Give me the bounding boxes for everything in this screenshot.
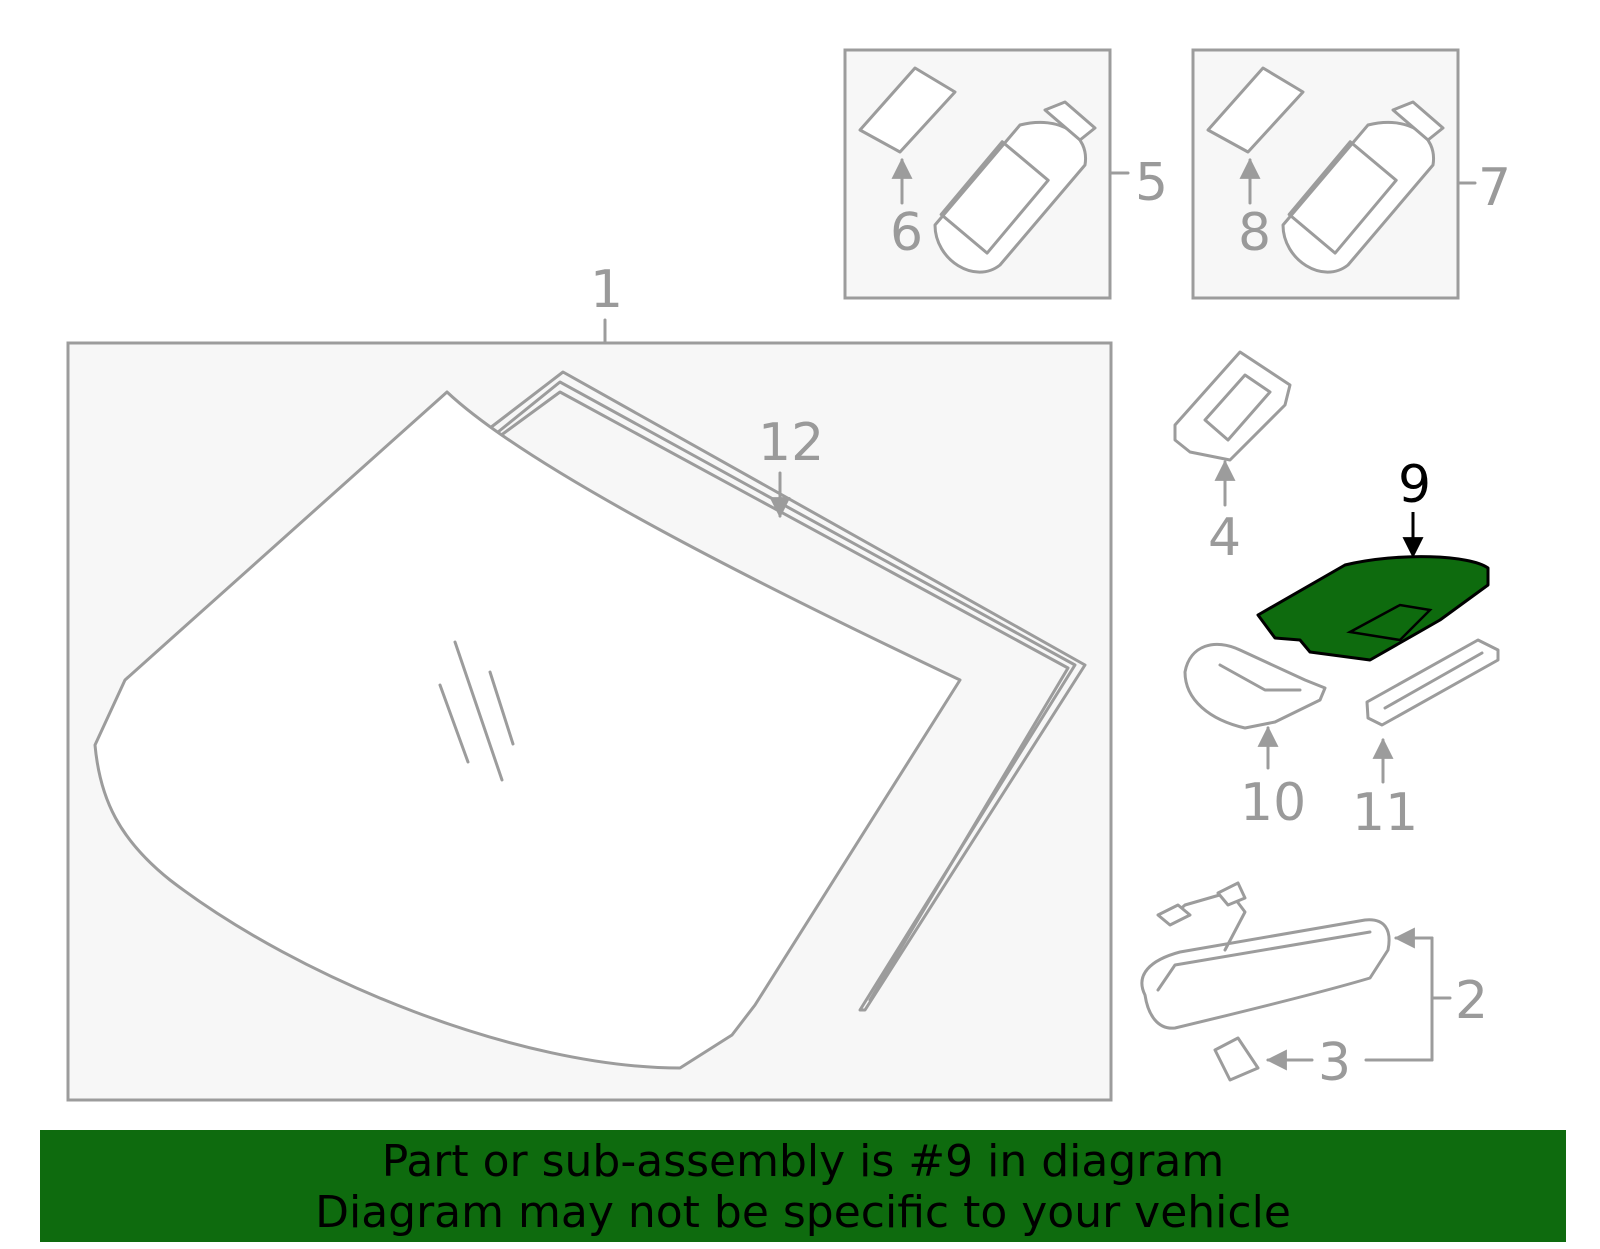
mirror-cap [1213,1036,1260,1082]
callout-10[interactable]: 10 [1240,773,1306,833]
callout-2[interactable]: 2 [1455,971,1488,1031]
mirror-mount-bracket [1173,350,1292,507]
sun-visor-mirror-box-right [1191,48,1477,300]
callout-9[interactable]: 9 [1398,455,1431,515]
highlighted-part-9-cover[interactable] [1256,512,1490,662]
banner-line-2: Diagram may not be specific to your vehi… [315,1187,1291,1238]
bracket-lines-2-3 [1265,927,1452,1071]
rear-view-mirror [1140,881,1391,1030]
callout-11[interactable]: 11 [1352,783,1418,843]
callout-12[interactable]: 12 [758,413,824,473]
callout-7[interactable]: 7 [1478,158,1511,218]
callout-1[interactable]: 1 [590,260,623,320]
windshield-moulding [488,370,1087,1012]
callout-5[interactable]: 5 [1135,153,1168,213]
callout-8[interactable]: 8 [1238,203,1271,263]
info-banner: Part or sub-assembly is #9 in diagram Di… [40,1130,1566,1242]
mirror-lower-cover [1183,642,1327,770]
callout-3[interactable]: 3 [1318,1033,1351,1093]
callout-6[interactable]: 6 [890,203,923,263]
sun-visor-mirror-box-left [843,48,1130,300]
trim-strip [1365,638,1500,784]
callout-4[interactable]: 4 [1208,508,1241,568]
windshield-glass [93,390,962,1070]
banner-line-1: Part or sub-assembly is #9 in diagram [381,1136,1225,1187]
